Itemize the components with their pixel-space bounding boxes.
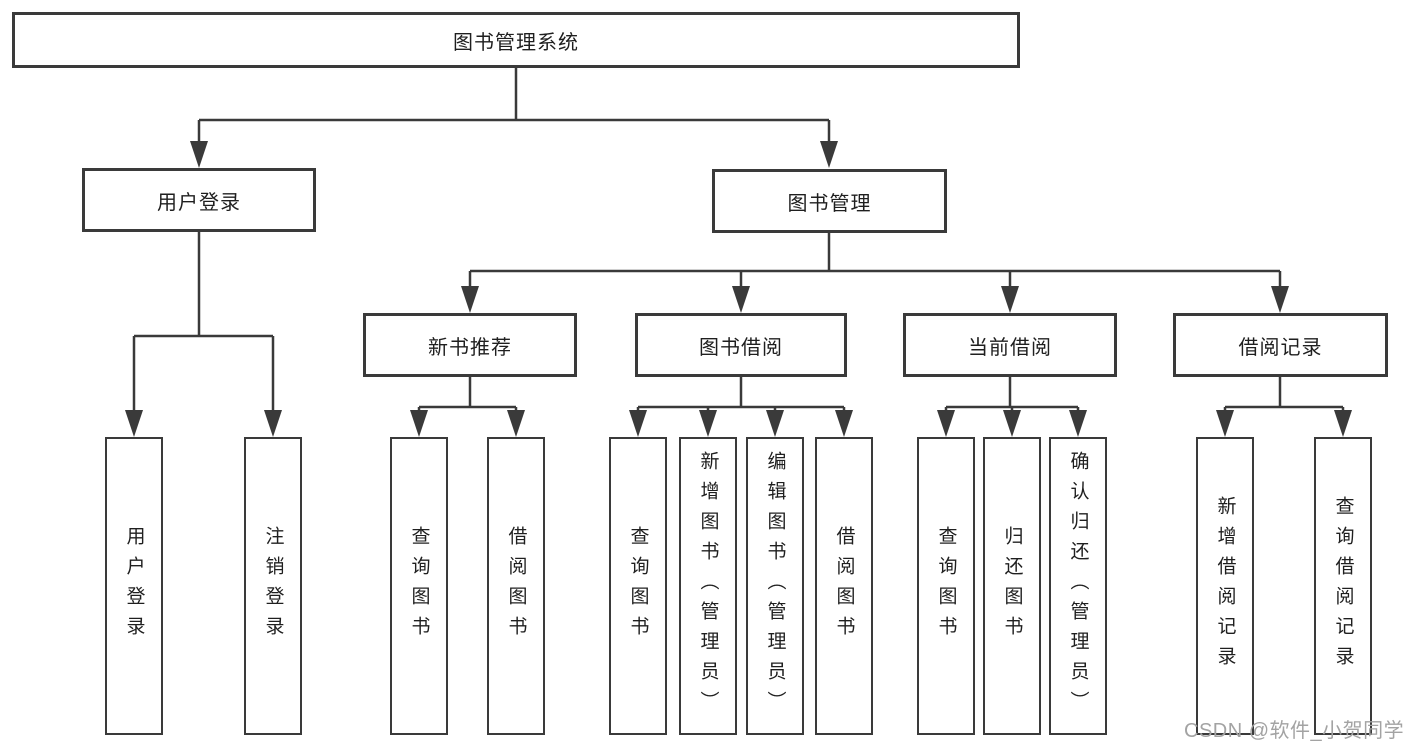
leaf-label: 查询图书 [627, 526, 649, 646]
leaf-label: 用户登录 [123, 526, 145, 646]
node-label: 借阅记录 [1238, 336, 1323, 359]
node-borrowing-records: 借阅记录 [1173, 313, 1388, 377]
leaf-borrow-books-recommend: 借阅图书 [487, 437, 545, 735]
csdn-watermark: CSDN @软件_小贺同学 [1184, 720, 1405, 742]
node-label: 新书推荐 [428, 336, 512, 359]
leaf-query-books-current: 查询图书 [917, 437, 975, 735]
leaf-label: 归还图书 [1001, 526, 1023, 646]
leaf-label: 借阅图书 [505, 526, 527, 646]
leaf-return-books: 归还图书 [983, 437, 1041, 735]
leaf-label: 查询图书 [935, 526, 957, 646]
leaf-label: 注销登录 [262, 526, 284, 646]
node-new-book-recommendation: 新书推荐 [363, 313, 577, 377]
leaf-label: 借阅图书 [833, 526, 855, 646]
leaf-confirm-return-admin: 确认归还（管理员） [1049, 437, 1107, 735]
leaf-query-books-borrow: 查询图书 [609, 437, 667, 735]
leaf-add-borrow-record: 新增借阅记录 [1196, 437, 1254, 735]
node-library-management-system: 图书管理系统 [12, 12, 1020, 68]
node-label: 用户登录 [157, 191, 241, 214]
leaf-label: 查询图书 [408, 526, 430, 646]
leaf-add-books-admin: 新增图书（管理员） [679, 437, 737, 735]
leaf-borrow-books: 借阅图书 [815, 437, 873, 735]
node-current-borrowing: 当前借阅 [903, 313, 1117, 377]
leaf-label: 编辑图书（管理员） [764, 451, 786, 721]
leaf-label: 新增图书（管理员） [697, 451, 719, 721]
leaf-label: 新增借阅记录 [1214, 496, 1236, 676]
leaf-logout: 注销登录 [244, 437, 302, 735]
node-book-management: 图书管理 [712, 169, 947, 233]
leaf-edit-books-admin: 编辑图书（管理员） [746, 437, 804, 735]
node-label: 图书管理系统 [453, 31, 579, 54]
leaf-query-borrow-record: 查询借阅记录 [1314, 437, 1372, 735]
node-label: 图书管理 [787, 192, 872, 215]
leaf-label: 确认归还（管理员） [1067, 451, 1089, 721]
node-user-login: 用户登录 [82, 168, 316, 232]
node-book-borrowing: 图书借阅 [635, 313, 847, 377]
node-label: 当前借阅 [968, 336, 1052, 359]
leaf-user-login: 用户登录 [105, 437, 163, 735]
leaf-query-books-recommend: 查询图书 [390, 437, 448, 735]
leaf-label: 查询借阅记录 [1332, 496, 1354, 676]
node-label: 图书借阅 [699, 336, 783, 359]
